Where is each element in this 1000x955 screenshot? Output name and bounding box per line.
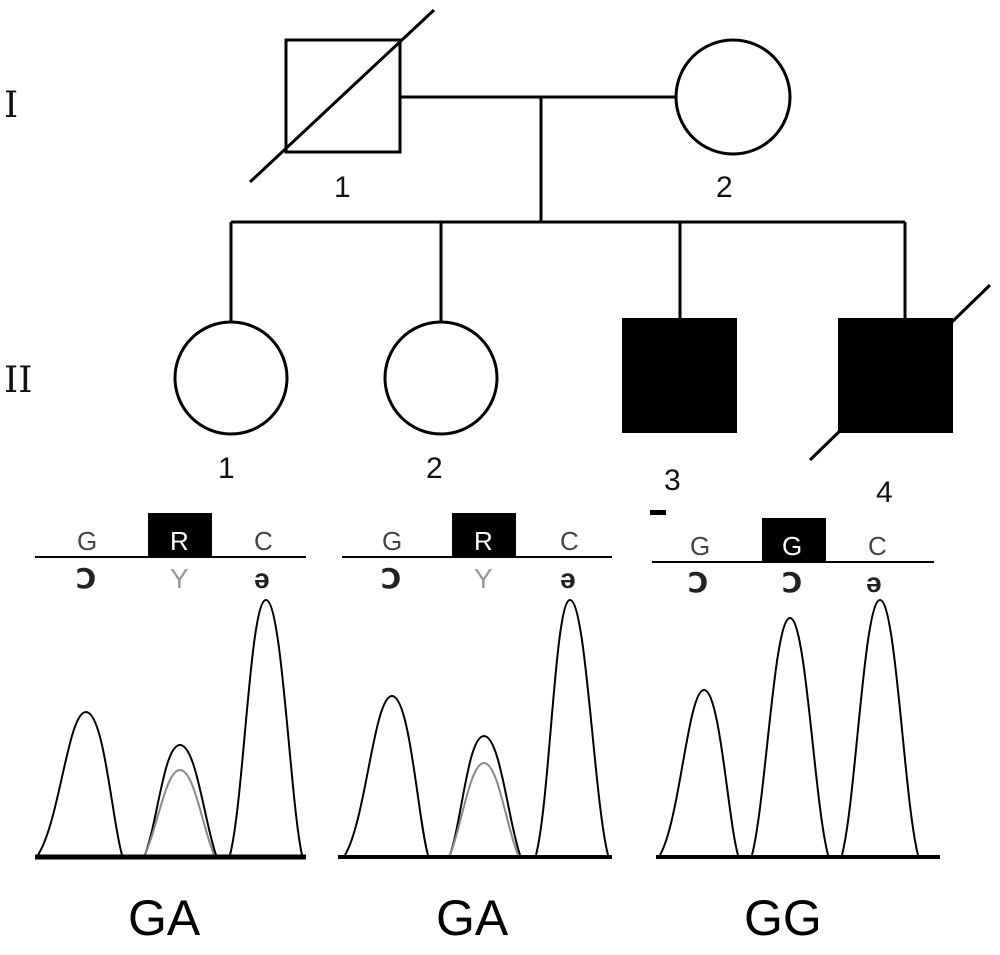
- base-call: G: [77, 526, 97, 556]
- mirror-glyph: ə: [866, 567, 882, 598]
- base-call: G: [690, 531, 710, 561]
- number-II-2: 2: [426, 452, 443, 485]
- base-call-highlight: G: [782, 531, 802, 561]
- trace-peak-C: [535, 598, 609, 856]
- base-call-highlight: R: [474, 526, 493, 556]
- base-call-highlight: R: [170, 526, 189, 556]
- mirror-glyph: Ↄ: [76, 563, 97, 594]
- base-call: C: [254, 526, 273, 556]
- number-II-1: 1: [218, 452, 235, 485]
- chromatogram-panel-1: G R C Ↄ Y ə GA: [35, 513, 306, 946]
- mirror-glyph: ə: [560, 563, 576, 594]
- trace-peak-C: [229, 598, 303, 856]
- individual-II-3-male-affected: [622, 318, 737, 433]
- number-I-2: 2: [716, 171, 733, 204]
- trace-peak-G: [659, 688, 739, 856]
- chromatogram-panel-3: G G C Ↄ Ↄ ə GG: [650, 510, 940, 946]
- number-I-1: 1: [334, 171, 351, 204]
- mirror-glyph: Y: [474, 563, 493, 594]
- base-call: G: [382, 526, 402, 556]
- genotype-label: GG: [744, 890, 822, 946]
- highlight-box: [762, 518, 826, 562]
- deceased-slash-I-1: [248, 8, 436, 184]
- mirror-glyph: ə: [254, 563, 270, 594]
- trace-peak-G-allele: [751, 616, 829, 856]
- trace-peak-G: [344, 694, 429, 856]
- genotype-label: GA: [436, 890, 509, 946]
- generation-label-II: II: [4, 360, 32, 401]
- number-II-4: 4: [876, 476, 893, 509]
- trace-peak-C: [841, 598, 919, 856]
- tick-mark: [650, 510, 666, 515]
- trace-peak-G: [37, 710, 123, 856]
- base-call: C: [560, 526, 579, 556]
- mirror-glyph: Ↄ: [381, 563, 402, 594]
- highlight-box: [148, 513, 212, 557]
- base-call: C: [868, 531, 887, 561]
- individual-I-2-female: [674, 38, 792, 156]
- mirror-glyph: Ↄ: [688, 567, 709, 598]
- individual-II-2-female: [383, 320, 499, 436]
- trace-peak-A-allele: [144, 768, 215, 856]
- trace-peak-G-allele: [144, 743, 217, 856]
- number-II-3: 3: [664, 464, 681, 497]
- genotype-label: GA: [128, 890, 201, 946]
- highlight-box: [452, 513, 516, 557]
- individual-II-1-female: [173, 320, 289, 436]
- mirror-glyph: Ↄ: [782, 567, 803, 598]
- trace-peak-A-allele: [449, 761, 519, 856]
- mirror-glyph: Y: [170, 563, 189, 594]
- chromatogram-panel-2: G R C Ↄ Y ə GA: [338, 513, 612, 946]
- deceased-slash-II-4: [808, 283, 992, 462]
- trace-peak-G-allele: [449, 734, 521, 856]
- generation-label-I: I: [4, 85, 18, 126]
